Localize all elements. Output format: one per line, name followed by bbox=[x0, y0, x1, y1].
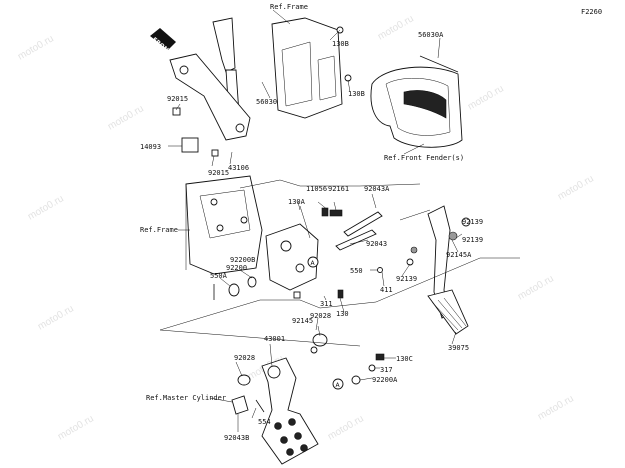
label-92043: 92043 bbox=[366, 240, 387, 248]
marker-a-lower: A bbox=[332, 378, 344, 390]
label-92028-b: 92028 bbox=[234, 354, 255, 362]
brake-pedal-parts bbox=[231, 333, 385, 415]
label-ref-frame-top: Ref.Frame bbox=[270, 3, 308, 11]
label-92043a: 92043A bbox=[364, 185, 390, 193]
label-11056: 11056 bbox=[306, 185, 327, 193]
label-92200b: 92200B bbox=[230, 256, 255, 264]
front-badge: FRONT bbox=[150, 28, 176, 57]
label-130a: 130A bbox=[288, 198, 306, 206]
svg-text:moto0.ru: moto0.ru bbox=[16, 33, 56, 62]
label-ref-front-fender: Ref.Front Fender(s) bbox=[384, 154, 464, 162]
brake-pedal bbox=[261, 357, 319, 465]
label-411: 411 bbox=[380, 286, 393, 294]
label-92028-a: 92028 bbox=[310, 312, 331, 320]
label-92161: 92161 bbox=[328, 185, 349, 193]
label-14093: 14093 bbox=[140, 143, 161, 151]
label-92015-b: 92015 bbox=[208, 169, 229, 177]
svg-text:moto0.ru: moto0.ru bbox=[106, 103, 146, 132]
label-550a: 550A bbox=[210, 272, 228, 280]
pedal-bracket bbox=[265, 207, 343, 291]
svg-text:moto0.ru: moto0.ru bbox=[26, 193, 66, 222]
diagram-code: F2260 bbox=[581, 8, 602, 16]
label-130c: 130C bbox=[396, 355, 413, 363]
label-92043b: 92043B bbox=[224, 434, 249, 442]
svg-text:moto0.ru: moto0.ru bbox=[556, 173, 596, 202]
label-ref-frame-left: Ref.Frame bbox=[140, 226, 178, 234]
main-frame bbox=[185, 175, 263, 275]
svg-text:A: A bbox=[336, 382, 341, 389]
front-fender-cover bbox=[370, 55, 463, 148]
svg-text:moto0.ru: moto0.ru bbox=[536, 393, 576, 422]
label-550: 550 bbox=[350, 267, 363, 275]
svg-text:moto0.ru: moto0.ru bbox=[56, 413, 96, 442]
label-92145: 92145 bbox=[292, 317, 313, 325]
part-labels: Ref.Frame 130B 130B 56030 56030A 92015 1… bbox=[140, 3, 483, 442]
assembly-outlines bbox=[159, 179, 520, 347]
label-92200: 92200 bbox=[226, 264, 247, 272]
label-130b-a: 130B bbox=[332, 40, 349, 48]
label-92139-c: 92139 bbox=[396, 275, 417, 283]
accelerator-pedal bbox=[377, 205, 471, 335]
label-130: 130 bbox=[336, 310, 349, 318]
svg-text:A: A bbox=[311, 260, 316, 267]
label-92139-b: 92139 bbox=[462, 236, 483, 244]
svg-text:moto0.ru: moto0.ru bbox=[36, 303, 76, 332]
label-311: 311 bbox=[320, 300, 333, 308]
label-317: 317 bbox=[380, 366, 393, 374]
label-130b-b: 130B bbox=[348, 90, 365, 98]
leader-lines bbox=[168, 9, 463, 432]
label-43001: 43001 bbox=[264, 335, 285, 343]
label-ref-master-cylinder: Ref.Master Cylinder bbox=[146, 394, 226, 402]
svg-text:moto0.ru: moto0.ru bbox=[326, 413, 366, 442]
label-92145a: 92145A bbox=[446, 251, 472, 259]
svg-text:moto0.ru: moto0.ru bbox=[466, 83, 506, 112]
label-56030a: 56030A bbox=[418, 31, 444, 39]
parking-lever bbox=[169, 17, 251, 157]
label-92139-a: 92139 bbox=[462, 218, 483, 226]
label-39075: 39075 bbox=[448, 344, 469, 352]
label-56030: 56030 bbox=[256, 98, 277, 106]
frame-bracket-upper bbox=[271, 17, 352, 119]
bushings-middle bbox=[213, 276, 344, 300]
pivot-shafts bbox=[335, 211, 383, 251]
label-554: 554 bbox=[258, 418, 271, 426]
marker-a-upper: A bbox=[307, 256, 319, 268]
svg-text:moto0.ru: moto0.ru bbox=[516, 273, 556, 302]
svg-text:moto0.ru: moto0.ru bbox=[376, 13, 416, 42]
label-92015-a: 92015 bbox=[167, 95, 188, 103]
label-43106: 43106 bbox=[228, 164, 249, 172]
label-92200a: 92200A bbox=[372, 376, 398, 384]
